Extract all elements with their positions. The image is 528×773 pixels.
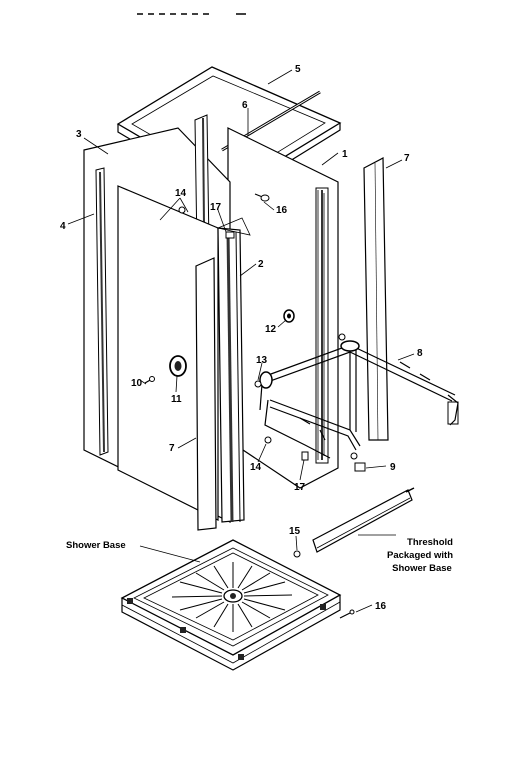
callout-3: 3 (76, 129, 82, 140)
threshold-label-line1: Threshold (407, 537, 453, 548)
callout-14-upper: 14 (175, 188, 187, 199)
callout-15: 15 (289, 526, 301, 537)
callout-9: 9 (390, 462, 396, 473)
callout-10: 10 (131, 378, 143, 389)
callout-12: 12 (265, 324, 277, 335)
threshold-bar (312, 487, 415, 553)
callout-7-upper: 7 (404, 153, 410, 164)
callout-16-upper: 16 (276, 205, 288, 216)
callout-7-lower: 7 (169, 443, 175, 454)
threshold-label-line3: Shower Base (392, 563, 452, 574)
shower-base (120, 539, 355, 671)
callouts: 5 6 1 3 4 7 14 17 16 2 12 13 8 10 11 7 1… (60, 64, 423, 612)
callout-2: 2 (258, 259, 264, 270)
wall-strip-right (363, 157, 389, 441)
callout-6: 6 (242, 100, 248, 111)
threshold-label-line2: Packaged with (387, 550, 453, 561)
wall-strip-lower (195, 257, 217, 531)
shower-base-label: Shower Base (66, 540, 126, 551)
callout-5: 5 (295, 64, 301, 75)
rod-frame (259, 340, 459, 459)
callout-8: 8 (417, 348, 423, 359)
callout-1: 1 (342, 149, 348, 160)
callout-13: 13 (256, 355, 268, 366)
callout-14-lower: 14 (250, 462, 262, 473)
text-labels: Shower Base Threshold Packaged with Show… (66, 537, 453, 574)
hardware (144, 193, 366, 558)
callout-16-lower: 16 (375, 601, 387, 612)
callout-17-upper: 17 (210, 202, 222, 213)
callout-17-lower: 17 (294, 482, 306, 493)
callout-11: 11 (171, 394, 182, 405)
callout-4: 4 (60, 221, 66, 232)
leader-lines (67, 69, 415, 613)
drain-ribs (171, 562, 293, 632)
front-panel (117, 185, 251, 523)
